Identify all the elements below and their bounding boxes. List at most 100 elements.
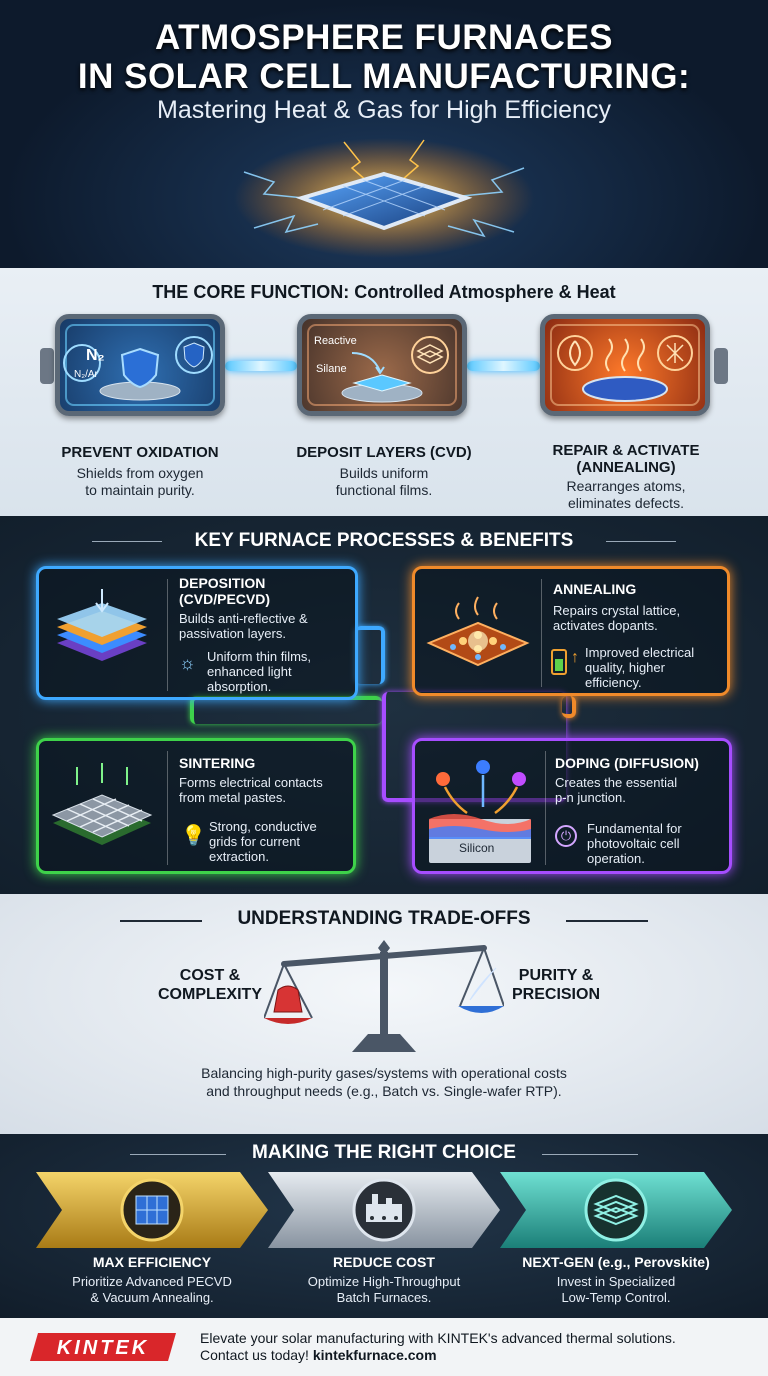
benefit-line: operation. <box>587 851 645 866</box>
tradeoffs-desc: Balancing high-purity gases/systems with… <box>0 1064 768 1100</box>
desc-line: from metal pastes. <box>179 790 286 805</box>
footer-line-1: Elevate your solar manufacturing with KI… <box>200 1330 676 1346</box>
sintering-benefit: Strong, conductive grids for current ext… <box>209 819 317 864</box>
reactive-label: Reactive <box>314 335 357 347</box>
deposit-layers-label: DEPOSIT LAYERS (CVD) <box>296 444 472 461</box>
repair-activate-label: REPAIR & ACTIVATE (ANNEALING) <box>506 442 746 476</box>
label-line: COMPLEXITY <box>157 986 262 1003</box>
header-banner: ATMOSPHERE FURNACES IN SOLAR CELL MANUFA… <box>0 0 768 268</box>
light-absorption-icon: ☼ <box>179 653 196 673</box>
desc-line: Optimize High-Throughput <box>307 1274 461 1289</box>
desc-line: and throughput needs (e.g., Batch vs. Si… <box>206 1083 562 1099</box>
label-line: COST & <box>179 967 241 984</box>
benefit-line: Fundamental for <box>587 821 682 836</box>
doping-title: DOPING (DIFFUSION) <box>555 755 699 771</box>
nitrogen-argon-label: N₂/Ar <box>74 369 98 380</box>
footer-line-2: Contact us today! kintekfurnace.com <box>200 1347 676 1364</box>
choice-title: MAKING THE RIGHT CHOICE <box>252 1142 516 1163</box>
next-gen-arrow <box>500 1172 732 1248</box>
nitrogen-label: N₂ <box>86 347 105 364</box>
core-function-title: THE CORE FUNCTION: Controlled Atmosphere… <box>152 282 616 302</box>
crystal-lattice-icon <box>426 596 530 667</box>
annealing-title: ANNEALING <box>553 581 637 597</box>
title-line: (CVD/PECVD) <box>179 591 271 607</box>
deposition-title: DEPOSITION (CVD/PECVD) <box>179 575 270 607</box>
arrow-up-icon: ↑ <box>571 649 579 666</box>
thin-film-layers-icon <box>57 589 147 661</box>
tradeoffs-title: UNDERSTANDING TRADE-OFFS <box>237 908 531 929</box>
max-efficiency-desc: Prioritize Advanced PECVD & Vacuum Annea… <box>32 1274 272 1306</box>
battery-icon <box>551 649 567 675</box>
processes-title: KEY FURNACE PROCESSES & BENEFITS <box>194 530 574 551</box>
deposition-benefit: Uniform thin films, enhanced light absor… <box>207 649 311 694</box>
next-gen-label: NEXT-GEN (e.g., Perovskite) <box>522 1254 710 1270</box>
desc-line: Balancing high-purity gases/systems with… <box>201 1065 567 1081</box>
divider <box>167 751 168 865</box>
cvd-furnace-card: Reactive Silane <box>297 314 467 416</box>
desc-line: eliminates defects. <box>568 495 684 511</box>
desc-line: Invest in Specialized <box>556 1274 676 1289</box>
shield-icon <box>63 324 215 406</box>
benefit-line: Improved electrical <box>585 645 695 660</box>
doping-benefit: Fundamental for photovoltaic cell operat… <box>587 821 682 866</box>
kintek-logo[interactable]: KINTEK <box>30 1333 176 1361</box>
glow-connector <box>225 361 297 371</box>
inert-gas-furnace-card: N₂ N₂/Ar <box>55 314 225 416</box>
doping-card: Silicon DOPING (DIFFUSION) Creates the e… <box>412 738 732 874</box>
page-subtitle: Mastering Heat & Gas for High Efficiency <box>157 96 611 124</box>
annealing-card: ANNEALING Repairs crystal lattice, activ… <box>412 566 730 696</box>
title-line-2: IN SOLAR CELL MANUFACTURING: <box>77 57 691 96</box>
repair-activate-desc: Rearranges atoms, eliminates defects. <box>506 478 746 512</box>
deposit-layers-desc: Builds uniform functional films. <box>264 465 504 499</box>
divider <box>541 579 542 687</box>
benefit-line: extraction. <box>209 849 269 864</box>
lightbulb-icon: 💡 <box>181 825 206 847</box>
glow-connector <box>467 361 540 371</box>
title-rule <box>566 920 648 922</box>
label-line: REPAIR & ACTIVATE <box>552 442 700 459</box>
title-line-1: ATMOSPHERE FURNACES <box>154 18 614 57</box>
benefit-line: Uniform thin films, <box>207 649 312 664</box>
annealing-furnace-card <box>540 314 710 416</box>
label-line: (ANNEALING) <box>576 459 676 476</box>
desc-line: Rearranges atoms, <box>566 478 686 494</box>
desc-line: to maintain purity. <box>85 482 195 498</box>
desc-line: functional films. <box>335 482 433 498</box>
benefit-line: Strong, conductive <box>209 819 317 834</box>
divider <box>545 751 546 865</box>
processes-section: KEY FURNACE PROCESSES & BENEFITS DEPOSIT… <box>0 516 768 894</box>
desc-line: Batch Furnaces. <box>336 1290 432 1305</box>
metal-grid-icon <box>51 763 153 845</box>
title-rule <box>92 541 162 542</box>
deposition-card: DEPOSITION (CVD/PECVD) Builds anti-refle… <box>36 566 358 700</box>
sintering-title: SINTERING <box>179 755 256 771</box>
desc-line: activates dopants. <box>553 618 658 633</box>
benefit-line: photovoltaic cell <box>587 836 680 851</box>
furnace-knob <box>714 348 728 384</box>
silicon-label: Silicon <box>459 841 495 855</box>
reduce-cost-label: REDUCE COST <box>333 1254 435 1270</box>
website-link[interactable]: kintekfurnace.com <box>312 1347 437 1363</box>
power-plug-icon: ⏻ <box>555 825 577 847</box>
desc-line: Shields from oxygen <box>76 465 204 481</box>
desc-line: Creates the essential <box>555 775 678 790</box>
desc-line: Builds anti-reflective & <box>179 611 308 626</box>
annealing-desc: Repairs crystal lattice, activates dopan… <box>553 603 680 633</box>
orange-wire <box>562 696 576 718</box>
prevent-oxidation-desc: Shields from oxygen to maintain purity. <box>20 465 260 499</box>
core-function-section: THE CORE FUNCTION: Controlled Atmosphere… <box>0 268 768 516</box>
benefit-line: quality, higher <box>585 660 665 675</box>
purity-precision-label: PURITY & PRECISION <box>494 966 618 1004</box>
desc-line: & Vacuum Annealing. <box>90 1290 214 1305</box>
pn-junction-icon <box>429 760 531 863</box>
deposition-desc: Builds anti-reflective & passivation lay… <box>179 611 308 641</box>
contact-text: Contact us today! <box>200 1347 313 1363</box>
label-line: PRECISION <box>511 986 600 1003</box>
annealing-benefit: Improved electrical quality, higher effi… <box>585 645 694 690</box>
battery-fill <box>555 659 563 671</box>
choice-section: MAKING THE RIGHT CHOICE MAX EFFICIENCY P… <box>0 1134 768 1318</box>
doping-desc: Creates the essential p-n junction. <box>555 775 677 805</box>
footer-cta: Elevate your solar manufacturing with KI… <box>200 1330 676 1364</box>
cost-arrow <box>268 1172 500 1248</box>
desc-line: Repairs crystal lattice, <box>553 603 681 618</box>
